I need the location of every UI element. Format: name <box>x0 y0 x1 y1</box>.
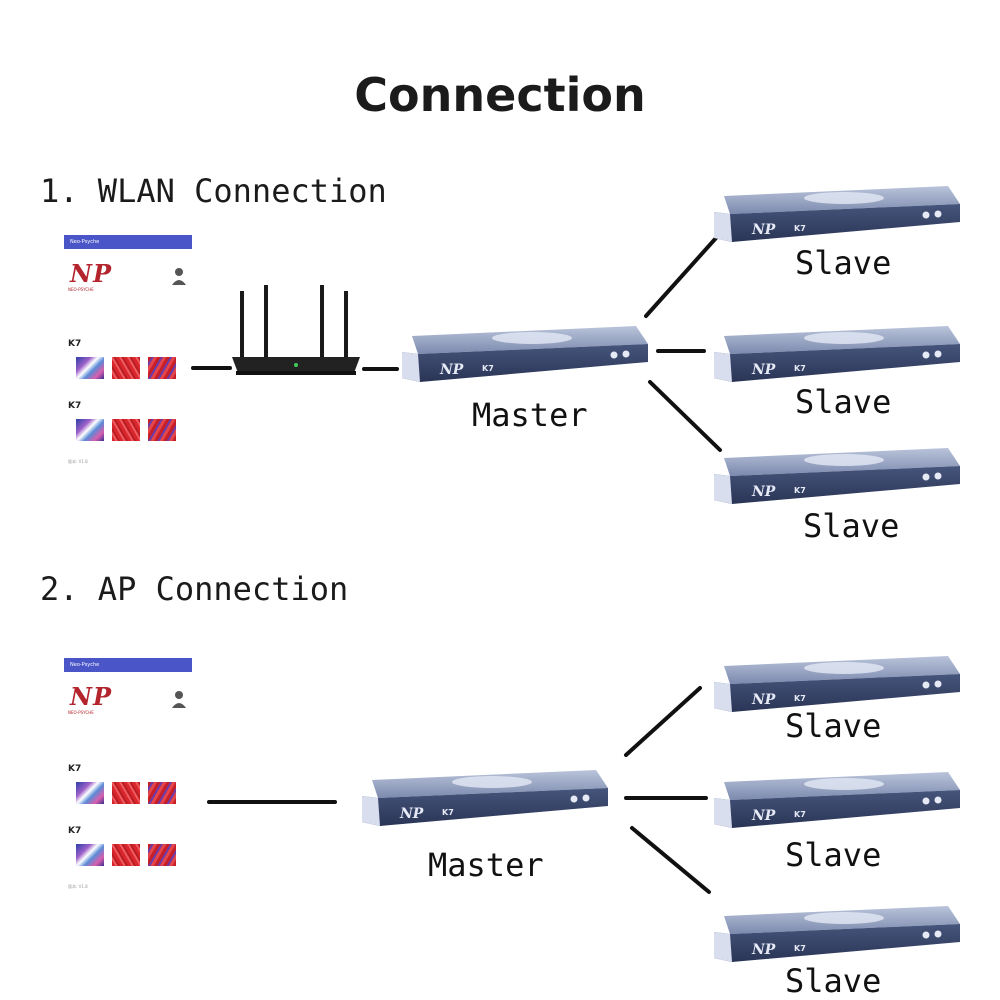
device-model-label: K7 <box>794 364 806 373</box>
master-label: Master <box>428 846 544 884</box>
brand-tagline: NEO-PSYCHE <box>68 287 94 292</box>
router-icon <box>232 285 360 375</box>
light-unit-icon: NP K7 <box>714 186 960 242</box>
device-name: K7 <box>68 401 82 411</box>
brand-logo: NP <box>70 682 112 711</box>
device-brand-logo: NP <box>751 942 776 958</box>
mode-thumb[interactable] <box>76 419 104 441</box>
brand-logo: NP <box>70 259 112 288</box>
wire-master-slave-1 <box>644 236 718 318</box>
slave-label: Slave <box>785 962 882 1000</box>
wire-master-slave-3 <box>648 380 722 452</box>
slave-device: NP K7 <box>712 182 962 244</box>
mode-thumb[interactable] <box>76 357 104 379</box>
device-name: K7 <box>68 826 82 836</box>
app-title-bar: Neo-Psyche <box>64 658 192 672</box>
slave-device: NP K7 <box>712 444 962 506</box>
user-icon[interactable] <box>172 267 186 285</box>
device-model-label: K7 <box>794 486 806 495</box>
mode-thumbnails[interactable] <box>76 419 176 441</box>
mode-thumbnails[interactable] <box>76 782 176 804</box>
slave-label: Slave <box>795 383 892 421</box>
mode-thumb[interactable] <box>112 844 140 866</box>
wire-master-slave-4-ap <box>624 686 702 757</box>
mode-thumb[interactable] <box>112 357 140 379</box>
mode-thumb[interactable] <box>148 844 176 866</box>
device-brand-logo: NP <box>751 692 776 708</box>
slave-label: Slave <box>785 707 882 745</box>
mode-thumb[interactable] <box>112 782 140 804</box>
wlan-section-heading: 1. WLAN Connection <box>40 172 387 210</box>
mode-thumb[interactable] <box>148 782 176 804</box>
device-brand-logo: NP <box>439 362 464 378</box>
mode-thumb[interactable] <box>148 357 176 379</box>
slave-device: NP K7 <box>712 652 962 714</box>
slave-device: NP K7 <box>712 322 962 384</box>
device-model-label: K7 <box>794 694 806 703</box>
light-unit-icon: NP K7 <box>714 656 960 712</box>
mode-thumb[interactable] <box>76 782 104 804</box>
mode-thumb[interactable] <box>148 419 176 441</box>
device-brand-logo: NP <box>751 484 776 500</box>
slave-label: Slave <box>785 836 882 874</box>
light-unit-icon: NP K7 <box>714 326 960 382</box>
app-screen-wlan: Neo-Psyche NP NEO-PSYCHE K7 K7 版本: V1.8 <box>64 235 192 475</box>
light-unit-icon: NP K7 <box>714 448 960 504</box>
brand-tagline: NEO-PSYCHE <box>68 710 94 715</box>
mode-thumbnails[interactable] <box>76 357 176 379</box>
device-brand-logo: NP <box>751 362 776 378</box>
light-unit-icon: NP K7 <box>714 906 960 962</box>
device-name: K7 <box>68 339 82 349</box>
master-device: NP K7 <box>360 766 610 828</box>
device-model-label: K7 <box>794 224 806 233</box>
master-device: NP K7 <box>400 322 650 384</box>
app-version: 版本: V1.8 <box>68 884 88 889</box>
mode-thumbnails[interactable] <box>76 844 176 866</box>
master-label: Master <box>472 396 588 434</box>
device-brand-logo: NP <box>751 222 776 238</box>
slave-device: NP K7 <box>712 768 962 830</box>
device-name: K7 <box>68 764 82 774</box>
device-model-label: K7 <box>482 364 494 373</box>
wire-master-slave-6-ap <box>630 826 711 894</box>
mode-thumb[interactable] <box>112 419 140 441</box>
page-title: Connection <box>354 68 646 122</box>
slave-device: NP K7 <box>712 902 962 964</box>
device-model-label: K7 <box>794 944 806 953</box>
light-unit-icon: NP K7 <box>362 770 608 826</box>
user-icon[interactable] <box>172 690 186 708</box>
mode-thumb[interactable] <box>76 844 104 866</box>
device-brand-logo: NP <box>751 808 776 824</box>
light-unit-icon: NP K7 <box>714 772 960 828</box>
light-unit-icon: NP K7 <box>402 326 648 382</box>
slave-label: Slave <box>803 507 900 545</box>
app-screen-ap: Neo-Psyche NP NEO-PSYCHE K7 K7 版本: V1.8 <box>64 658 192 898</box>
app-title-bar: Neo-Psyche <box>64 235 192 249</box>
app-version: 版本: V1.8 <box>68 459 88 464</box>
slave-label: Slave <box>795 244 892 282</box>
device-brand-logo: NP <box>399 806 424 822</box>
device-model-label: K7 <box>442 808 454 817</box>
device-model-label: K7 <box>794 810 806 819</box>
ap-section-heading: 2. AP Connection <box>40 570 349 608</box>
